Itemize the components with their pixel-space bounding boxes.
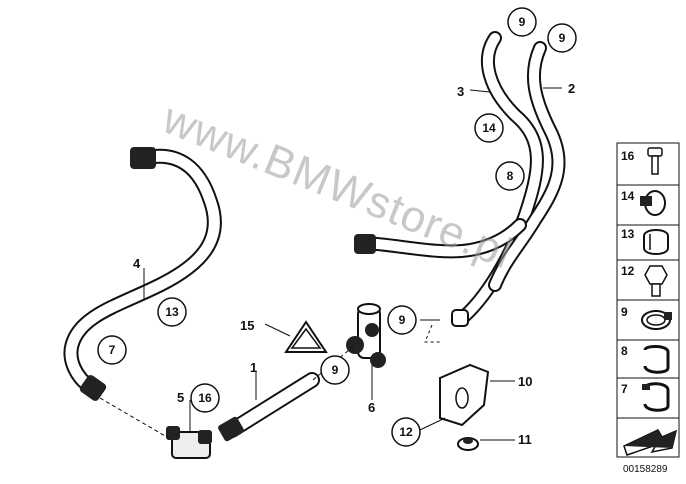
hose-1-connector [218, 416, 244, 442]
hose-4-upper-connector [130, 147, 156, 169]
circled-label-text: 14 [482, 121, 496, 135]
reference-number: 00158289 [623, 464, 668, 475]
legend-item-12: 12 [621, 264, 635, 278]
bracket-10 [439, 363, 490, 427]
clip-icon [643, 345, 670, 374]
hose-4 [63, 147, 222, 401]
valve-5 [166, 426, 212, 459]
label-4: 4 [133, 256, 141, 271]
circled-label-text: 7 [109, 343, 116, 357]
band-clamp-icon [641, 310, 672, 330]
circled-label-text: 12 [399, 425, 413, 439]
label-2: 2 [568, 81, 575, 96]
hose-clamp-icon [640, 190, 666, 216]
direction-arrow-icon [623, 429, 678, 456]
hose-2-3 [453, 31, 566, 327]
circled-label-text: 9 [559, 31, 566, 45]
circled-label-14: 14 [474, 113, 504, 143]
circled-label-text: 8 [507, 169, 514, 183]
label-3: 3 [457, 84, 464, 99]
legend-item-16: 16 [621, 149, 635, 163]
circled-label-12: 12 [391, 417, 421, 447]
label-10: 10 [518, 374, 532, 389]
circled-label-text: 9 [399, 313, 406, 327]
label-11: 11 [518, 432, 532, 447]
circled-label-9-top-left: 9 [507, 7, 537, 37]
legend-item-14: 14 [621, 189, 635, 203]
label-5: 5 [177, 390, 184, 405]
circled-label-8: 8 [495, 161, 525, 191]
circled-label-text: 9 [332, 363, 339, 377]
circled-label-9-top-right: 9 [547, 23, 577, 53]
hose-4-lower-connector [79, 375, 107, 401]
bolt-icon [647, 147, 663, 175]
parts-legend: 16 14 13 12 9 8 7 [616, 142, 680, 458]
label-15: 15 [240, 318, 254, 333]
legend-item-8: 8 [621, 344, 628, 358]
hex-bolt-icon [644, 265, 668, 297]
hose-8 [354, 218, 527, 327]
circled-label-text: 16 [198, 391, 212, 405]
legend-item-9: 9 [621, 305, 628, 319]
hose-1 [218, 372, 320, 442]
circled-label-9-middle: 9 [387, 305, 417, 335]
hose-2-end-fitting [451, 309, 469, 327]
warning-label-15 [284, 320, 328, 353]
legend-item-7: 7 [621, 382, 628, 396]
t-piece-6 [346, 303, 386, 368]
circled-label-text: 9 [519, 15, 526, 29]
label-1: 1 [250, 360, 257, 375]
spring-band-icon [642, 382, 670, 412]
grommet-11 [457, 437, 479, 451]
circled-label-text: 13 [165, 305, 179, 319]
spring-clip-icon [643, 229, 669, 255]
circled-label-9-lower: 9 [320, 355, 350, 385]
circled-label-13: 13 [157, 297, 187, 327]
label-6: 6 [368, 400, 375, 415]
circled-label-7: 7 [97, 335, 127, 365]
circled-label-16: 16 [190, 383, 220, 413]
legend-item-13: 13 [621, 227, 635, 241]
hose-8-connector [354, 234, 376, 254]
leader-lines [99, 87, 562, 441]
